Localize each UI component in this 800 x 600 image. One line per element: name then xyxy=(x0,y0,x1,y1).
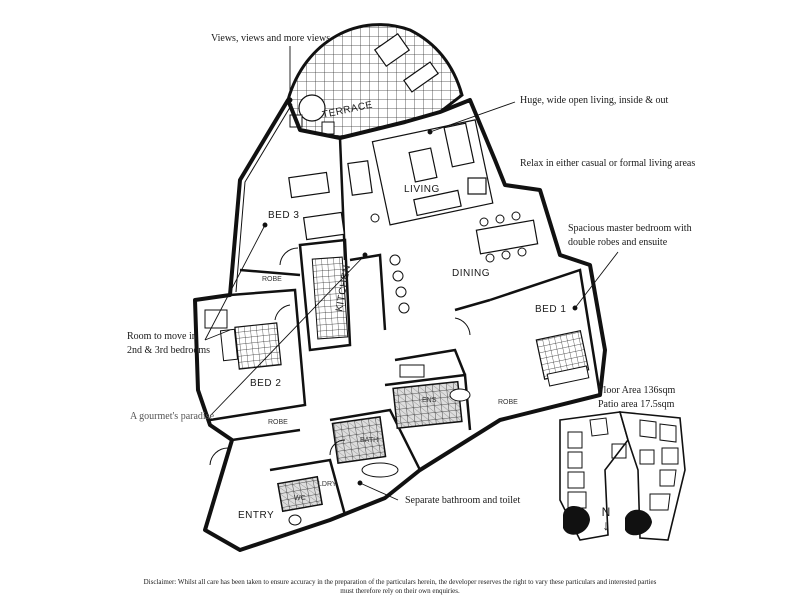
apartment-outline xyxy=(193,98,607,552)
interior-walls xyxy=(209,137,602,516)
kitchen xyxy=(311,254,410,340)
label-wc: WC xyxy=(294,495,306,502)
callout-master-line1: Spacious master bedroom with xyxy=(568,223,692,234)
north-indicator: N ↓ xyxy=(598,505,614,533)
room-label-bed1: BED 1 xyxy=(535,304,566,315)
disclaimer-line2: must therefore rely on their own enquiri… xyxy=(340,587,460,595)
wet-areas xyxy=(277,364,471,526)
room-label-bed3: BED 3 xyxy=(268,210,299,221)
dining-table xyxy=(370,211,539,263)
callout-room-move-line2: 2nd & 3rd bedrooms xyxy=(127,345,211,356)
north-letter: N xyxy=(601,505,611,519)
door-swings xyxy=(209,247,471,466)
room-label-dining: DINING xyxy=(452,268,490,279)
label-ldry: LDRY xyxy=(318,481,337,488)
floor-area: Floor Area 136sqm xyxy=(598,385,676,396)
room-label-bed2: BED 2 xyxy=(250,378,281,389)
label-robe-bed3: ROBE xyxy=(262,276,282,283)
bed3-furniture xyxy=(288,160,373,241)
bed2-furniture xyxy=(204,309,282,370)
callout-views: Views, views and more views xyxy=(211,33,331,44)
callout-gourmet: A gourmet's paradise xyxy=(130,411,215,422)
label-ens: ENS xyxy=(422,397,437,404)
terrace xyxy=(286,23,464,140)
callout-leaders xyxy=(204,46,619,501)
disclaimer-line1: Disclaimer: Whilst all care has been tak… xyxy=(143,578,657,586)
key-plan xyxy=(559,411,686,541)
disclaimer: Disclaimer: Whilst all care has been tak… xyxy=(120,578,680,596)
label-robe-bed2: ROBE xyxy=(268,419,288,426)
label-bath: BATH xyxy=(360,437,378,444)
callout-relax: Relax in either casual or formal living … xyxy=(520,158,696,169)
label-robe-bed1: ROBE xyxy=(498,399,518,406)
callout-living-open: Huge, wide open living, inside & out xyxy=(520,95,669,106)
north-arrow-icon: ↓ xyxy=(602,517,610,533)
patio-area: Patio area 17.5sqm xyxy=(598,399,675,410)
room-label-living: LIVING xyxy=(404,184,440,195)
living-furniture xyxy=(371,119,494,226)
bed1-furniture xyxy=(535,329,590,387)
callout-master-line2: double robes and ensuite xyxy=(568,237,668,248)
room-label-entry: ENTRY xyxy=(238,510,274,521)
callout-separate-bath: Separate bathroom and toilet xyxy=(405,495,521,506)
callout-room-move-line1: Room to move in xyxy=(127,331,197,342)
